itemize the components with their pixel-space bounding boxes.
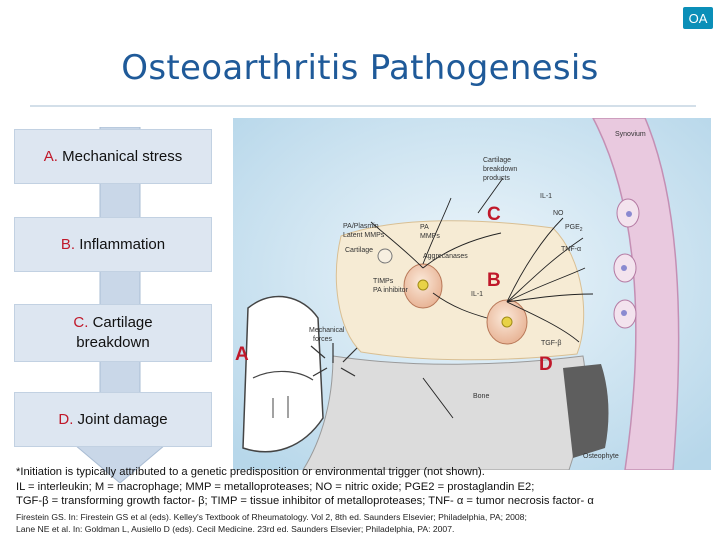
step-joint-damage: D. Joint damage [14,392,212,447]
page-title: Osteoarthritis Pathogenesis [0,48,720,88]
oa-badge: OA [683,7,713,29]
label-osteophyte: Osteophyte [583,453,619,460]
label-il1-mid: IL-1 [471,291,483,298]
step-cartilage-breakdown: C. Cartilage breakdown [14,304,212,362]
label-breakdown-1: Cartilage [483,157,511,164]
figure-letter-a: A [235,344,249,365]
label-mmps: MMPs [420,233,440,240]
step-letter: D. [58,411,73,428]
label-cartilage: Cartilage [345,247,373,254]
step-inflammation: B. Inflammation [14,217,212,272]
reference-lane: Lane NE et al. In: Goldman L, Ausiello D… [16,524,454,534]
label-forces: forces [313,336,333,343]
chondrocyte-center [404,264,442,308]
label-latent-mmps: Latent MMPs [343,232,385,239]
label-pa: PA [420,224,429,231]
title-divider [30,105,696,107]
footnote-abbreviations-2: TGF-β = transforming growth factor- β; T… [16,495,594,507]
step-label: Cartilage breakdown [76,314,152,351]
step-letter: A. [44,148,58,165]
figure-letter-c: C [487,204,501,225]
label-mechanical: Mechanical [309,327,345,334]
step-label: Joint damage [78,411,168,428]
label-tnf: TNF-α [561,246,581,253]
label-pa-plasmin: PA/Plasmin [343,223,379,230]
footnote-abbreviations-1: IL = interleukin; M = macrophage; MMP = … [16,481,534,493]
step-label: Inflammation [79,236,165,253]
label-synovium: Synovium [615,131,646,138]
reference-firestein: Firestein GS. In: Firestein GS et al (ed… [16,512,527,522]
label-breakdown-2: breakdown [483,166,517,173]
footnote-initiation: *Initiation is typically attributed to a… [16,466,485,478]
step-letter: C. [73,314,88,331]
label-pa-inhibitor: PA inhibitor [373,287,409,294]
label-bone: Bone [473,393,489,400]
figure-letter-d: D [539,354,553,375]
label-timps: TIMPs [373,278,394,285]
figure-letter-b: B [487,270,501,291]
label-il1-top: IL-1 [540,193,552,200]
small-cell [378,249,392,263]
step-label: Mechanical stress [62,148,182,165]
step-mechanical-stress: A. Mechanical stress [14,129,212,184]
label-breakdown-3: products [483,175,510,182]
knee-outline [243,297,323,452]
chondrocyte-right [487,300,527,344]
synovial-cells [614,199,639,328]
label-no: NO [553,210,564,217]
pathogenesis-figure: Synovium Cartilage breakdown products IL… [233,118,711,470]
label-aggrecanases: Aggrecanases [423,253,468,260]
step-letter: B. [61,236,75,253]
label-tgf: TGF-β [541,340,561,347]
